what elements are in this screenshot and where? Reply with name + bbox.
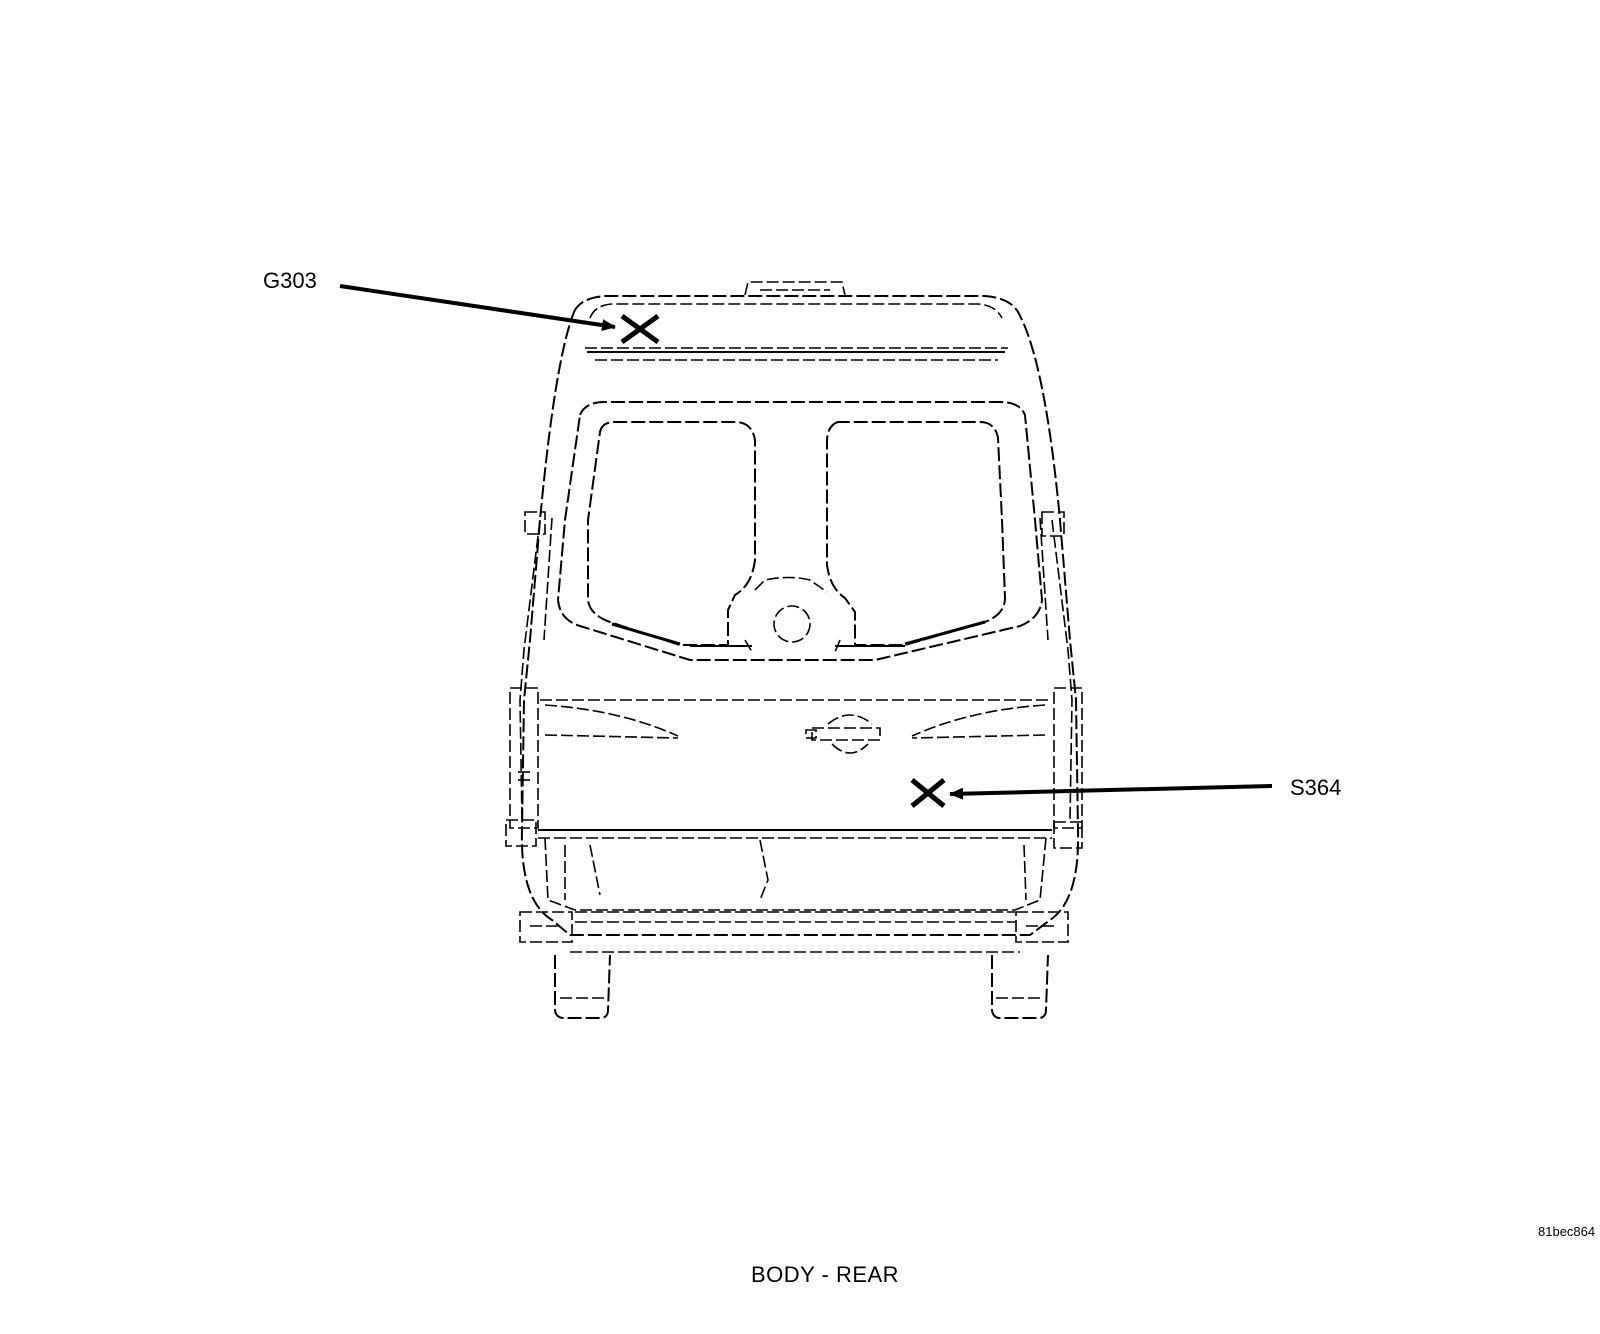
center-mullion [690,576,905,653]
rear-window-frame [556,401,1044,661]
s364-callout [910,778,1273,808]
right-rear-window [826,421,1007,646]
cross-mark-icon [620,313,660,345]
rear-door-panel [540,699,1050,739]
left-rear-window [587,421,756,646]
cross-mark-icon [910,778,946,808]
figure-caption: BODY - REAR [750,1262,900,1287]
s364-label: S364 [1290,775,1342,800]
van-body-outline [520,295,1080,936]
door-handle [805,714,881,754]
rear-bumper [519,829,1069,953]
left-pillar [505,511,553,847]
roof-marker-light [744,281,846,296]
left-mud-flap [554,954,611,1019]
right-pillar [1039,511,1083,849]
figure-code: 81bec864 [1538,1224,1596,1239]
right-mud-flap [991,954,1049,1019]
g303-label: G303 [263,268,317,293]
g303-callout [339,284,660,345]
